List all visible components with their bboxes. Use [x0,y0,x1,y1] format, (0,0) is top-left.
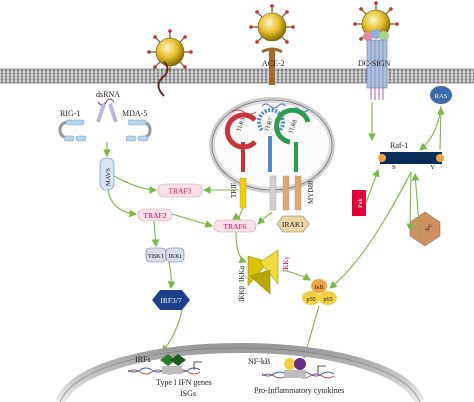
myd88-label: MYD88 [307,180,315,204]
irf37-node: IRF3/7 [152,290,190,310]
p65-label: p65 [324,297,333,303]
tlr3-receptor: TLR3 [224,112,257,172]
raf-y-label: Y [430,164,435,171]
ikkb-label: IKKβ [238,286,246,302]
myd88-adaptor: MYD88 [269,175,315,211]
nfkb-dna-binding: NF-kB Pro-Inflammatory cytokines [248,357,344,395]
raf1-label: Raf-1 [390,141,408,150]
ras-label: RAS [435,93,448,100]
ikk-complex: IKKα IKKβ IKKγ [238,249,290,302]
traf6-node: TRAF6 [213,219,257,233]
tlr8-receptor: TLR8 [274,107,311,172]
dcsign-receptor: DC-SIGN [358,29,391,100]
ikki-label: IKKi [168,253,182,260]
traf6-label: TRAF6 [224,222,247,231]
ikb-label: IκB [314,285,323,291]
ace2-receptor: ACE-2 [261,47,285,85]
nfkb-label: NF-kB [248,357,270,366]
dcsign-label: DC-SIGN [358,59,391,68]
mavs-node: MAVS [99,157,115,191]
irfs-label: IRFs [135,355,151,364]
traf3-label: TRAF3 [169,187,192,196]
nfkb-cytoplasmic-complex: IκB p50 p65 [302,279,337,305]
mavs-label: MAVS [105,168,112,186]
ifn-genes-label: Type I IFN genes [156,378,212,387]
traf3-node: TRAF3 [157,183,203,198]
ace2-label: ACE-2 [262,59,285,68]
dsrna-label: dsRNA [96,90,120,99]
p50-label: p50 [307,297,316,303]
pak-label: Pak [357,198,364,209]
tlr7-receptor: TLR7 [257,108,285,172]
virus-particle-2 [249,4,295,44]
irak1-node: IRAK1 [276,215,310,233]
cell-membrane [0,68,474,84]
irak1-label: IRAK1 [282,220,304,229]
raf-s-label: S [392,164,396,171]
src-label: Src [425,223,434,233]
cytokines-label: Pro-Inflammatory cytokines [254,386,344,395]
tlr7-label: TLR7 [264,117,275,133]
rig1-label: RIG-1 [60,109,80,118]
ikka-label: IKKα [238,266,246,282]
tlr8-label: TLR8 [288,119,299,135]
rig1-mda5-complex: dsRNA RIG-1 MDA-5 [58,90,152,142]
raf1-node: Raf-1 S Y [378,141,444,171]
traf2-label: TRAF2 [144,211,167,220]
tbk1-ikki-complex: TBK1 IKKi [145,247,185,263]
virus-particle-1 [147,29,193,97]
pak-node: Pak [352,190,366,216]
tlr3-label: TLR3 [236,117,247,133]
ras-protein: RAS [430,86,452,104]
mda5-label: MDA-5 [122,109,147,118]
src-node: Src [409,211,441,247]
irf37-label: IRF3/7 [160,296,182,305]
ikkg-label: IKKγ [282,256,290,272]
irf-dna-binding: IRFs Type I IFN genes ISGs [127,354,212,398]
nucleus-membrane [55,343,425,402]
traf2-node: TRAF2 [137,208,173,222]
isgs-label: ISGs [180,389,196,398]
tbk1-label: TBK1 [148,253,164,260]
